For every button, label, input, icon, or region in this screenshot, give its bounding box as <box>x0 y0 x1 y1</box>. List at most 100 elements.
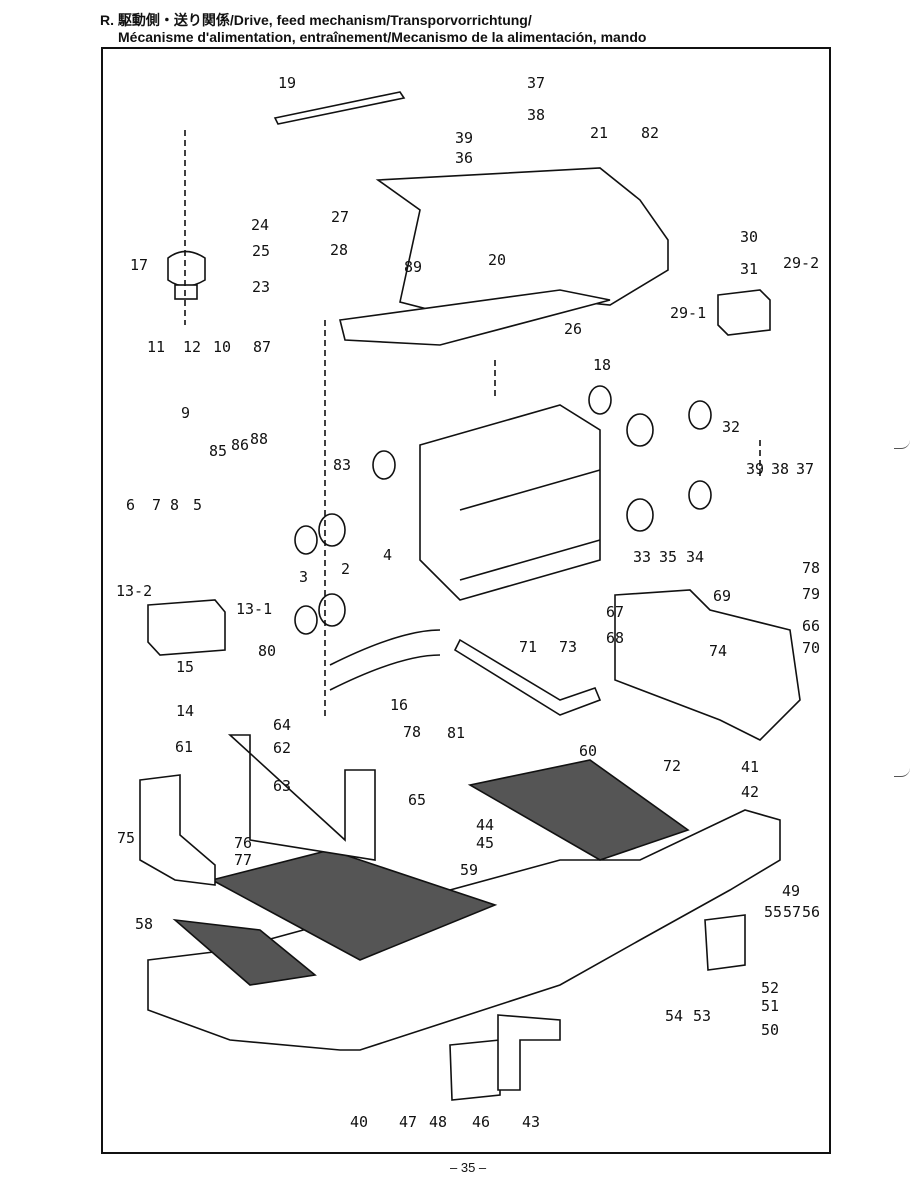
callout: 37 <box>796 460 814 478</box>
callout: 8 <box>170 496 179 514</box>
callout: 45 <box>476 834 494 852</box>
callout: 55 <box>764 903 782 921</box>
callout: 21 <box>590 124 608 142</box>
callout: 54 <box>665 1007 683 1025</box>
callout: 83 <box>333 456 351 474</box>
callout: 9 <box>181 404 190 422</box>
callout: 86 <box>231 436 249 454</box>
callout: 29-1 <box>670 304 706 322</box>
callout: 18 <box>593 356 611 374</box>
callout: 76 <box>234 834 252 852</box>
callout: 7 <box>152 496 161 514</box>
callout: 72 <box>663 757 681 775</box>
callout: 27 <box>331 208 349 226</box>
callout: 88 <box>250 430 268 448</box>
callout: 70 <box>802 639 820 657</box>
callout: 75 <box>117 829 135 847</box>
callout: 13-1 <box>236 600 272 618</box>
callout: 38 <box>527 106 545 124</box>
callout: 28 <box>330 241 348 259</box>
callout: 17 <box>130 256 148 274</box>
diagram-frame <box>101 47 831 1154</box>
margin-mark <box>894 768 910 777</box>
callout: 41 <box>741 758 759 776</box>
callout: 85 <box>209 442 227 460</box>
callout: 19 <box>278 74 296 92</box>
callout: 46 <box>472 1113 490 1131</box>
callout: 14 <box>176 702 194 720</box>
page-header: R. 駆動側・送り関係/Drive, feed mechanism/Transp… <box>100 12 646 46</box>
callout: 81 <box>447 724 465 742</box>
callout: 50 <box>761 1021 779 1039</box>
callout: 35 <box>659 548 677 566</box>
callout: 2 <box>341 560 350 578</box>
callout: 23 <box>252 278 270 296</box>
callout: 52 <box>761 979 779 997</box>
callout: 43 <box>522 1113 540 1131</box>
callout: 87 <box>253 338 271 356</box>
callout: 29-2 <box>783 254 819 272</box>
callout: 65 <box>408 791 426 809</box>
callout: 63 <box>273 777 291 795</box>
callout: 62 <box>273 739 291 757</box>
callout: 13-2 <box>116 582 152 600</box>
callout: 38 <box>771 460 789 478</box>
header-line-1: R. 駆動側・送り関係/Drive, feed mechanism/Transp… <box>100 12 532 28</box>
callout: 3 <box>299 568 308 586</box>
callout: 69 <box>713 587 731 605</box>
callout: 37 <box>527 74 545 92</box>
callout: 42 <box>741 783 759 801</box>
callout: 39 <box>455 129 473 147</box>
callout: 49 <box>782 882 800 900</box>
callout: 5 <box>193 496 202 514</box>
callout: 30 <box>740 228 758 246</box>
callout: 24 <box>251 216 269 234</box>
callout: 57 <box>783 903 801 921</box>
callout: 68 <box>606 629 624 647</box>
callout: 40 <box>350 1113 368 1131</box>
callout: 48 <box>429 1113 447 1131</box>
callout-numbers: 19 37 38 39 36 21 82 24 27 17 25 28 89 2… <box>116 74 820 1131</box>
callout: 78 <box>403 723 421 741</box>
callout: 26 <box>564 320 582 338</box>
callout: 10 <box>213 338 231 356</box>
header-line-2: Mécanisme d'alimentation, entraînement/M… <box>118 29 647 45</box>
callout: 77 <box>234 851 252 869</box>
callout: 6 <box>126 496 135 514</box>
callout: 12 <box>183 338 201 356</box>
callout: 53 <box>693 1007 711 1025</box>
callout: 59 <box>460 861 478 879</box>
callout: 33 <box>633 548 651 566</box>
callout: 61 <box>175 738 193 756</box>
callout: 4 <box>383 546 392 564</box>
callout: 39 <box>746 460 764 478</box>
callout: 80 <box>258 642 276 660</box>
callout: 60 <box>579 742 597 760</box>
callout: 16 <box>390 696 408 714</box>
callout: 64 <box>273 716 291 734</box>
callout: 74 <box>709 642 727 660</box>
callout: 56 <box>802 903 820 921</box>
callout: 36 <box>455 149 473 167</box>
page-number: – 35 – <box>450 1160 487 1175</box>
callout: 73 <box>559 638 577 656</box>
callout: 32 <box>722 418 740 436</box>
callout: 79 <box>802 585 820 603</box>
callout: 82 <box>641 124 659 142</box>
callout: 67 <box>606 603 624 621</box>
callout: 51 <box>761 997 779 1015</box>
margin-mark <box>894 440 910 449</box>
callout: 20 <box>488 251 506 269</box>
callout: 34 <box>686 548 704 566</box>
callout: 44 <box>476 816 494 834</box>
callout: 11 <box>147 338 165 356</box>
callout: 58 <box>135 915 153 933</box>
callout: 78 <box>802 559 820 577</box>
callout: 89 <box>404 258 422 276</box>
callout: 47 <box>399 1113 417 1131</box>
callout: 25 <box>252 242 270 260</box>
callout: 71 <box>519 638 537 656</box>
callout: 15 <box>176 658 194 676</box>
callout: 31 <box>740 260 758 278</box>
